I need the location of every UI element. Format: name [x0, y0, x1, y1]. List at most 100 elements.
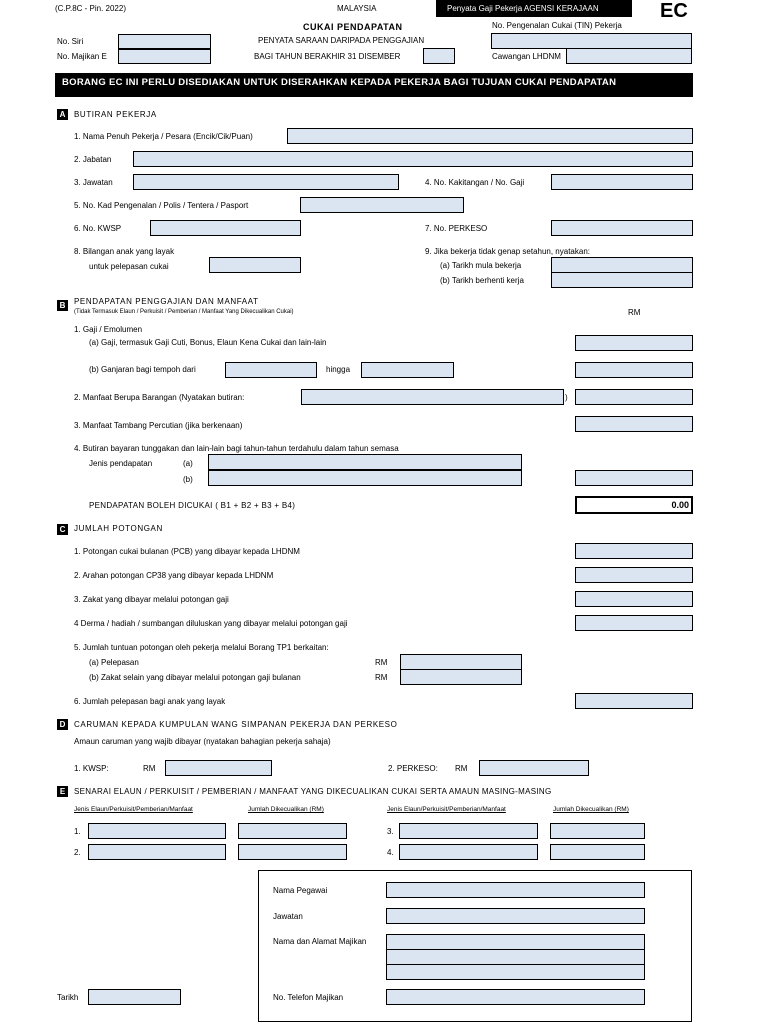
alamat-field-1[interactable]: [386, 934, 645, 950]
year-field[interactable]: [423, 48, 455, 64]
cawangan-field[interactable]: [566, 48, 692, 64]
banner: [55, 73, 693, 97]
e-jenis-1-field[interactable]: [88, 823, 226, 839]
d-perkeso-rm: RM: [455, 764, 468, 773]
e-col-jumlah-1: Jumlah Dikecualikan (RM): [248, 806, 324, 813]
nama-pegawai-field[interactable]: [386, 882, 645, 898]
d-kwsp-rm: RM: [143, 764, 156, 773]
alamat-field-2[interactable]: [386, 949, 645, 965]
gaji-a-label: (a) Gaji, termasuk Gaji Cuti, Bonus, Ela…: [89, 338, 327, 347]
tempoh-dari-field[interactable]: [225, 362, 317, 378]
e-jumlah-3-field[interactable]: [550, 823, 645, 839]
percutian-label: 3. Manfaat Tambang Percutian (jika berke…: [74, 421, 243, 430]
telefon-field[interactable]: [386, 989, 645, 1005]
section-d-subtitle: Amaun caruman yang wajib dibayar (nyatak…: [74, 737, 331, 746]
kwsp-field[interactable]: [150, 220, 301, 236]
zakat-lain-field[interactable]: [400, 669, 522, 685]
barangan-amount-field[interactable]: [575, 389, 693, 405]
jabatan-label: 2. Jabatan: [74, 155, 112, 164]
kakitangan-field[interactable]: [551, 174, 693, 190]
jenis-label: Jenis pendapatan: [89, 459, 153, 468]
section-e-marker: E: [57, 786, 68, 797]
signatory-box: [258, 870, 692, 1022]
anak-pelepasan-label: 6. Jumlah pelepasan bagi anak yang layak: [74, 697, 226, 706]
hingga-label: hingga: [326, 365, 351, 374]
perkeso-field[interactable]: [551, 220, 693, 236]
section-a-marker: A: [57, 109, 68, 120]
no-siri-field[interactable]: [118, 34, 211, 49]
form-subtitle: PENYATA SARAAN DARIPADA PENGGAJIAN: [258, 36, 425, 45]
section-c-marker: C: [57, 524, 68, 535]
e-jenis-4-field[interactable]: [399, 844, 538, 860]
kp-field[interactable]: [300, 197, 464, 213]
section-a-title: BUTIRAN PEKERJA: [74, 110, 157, 119]
anak-label-1: 8. Bilangan anak yang layak: [74, 247, 175, 256]
cp38-field[interactable]: [575, 567, 693, 583]
d-kwsp-field[interactable]: [165, 760, 272, 776]
no-siri-label: No. Siri: [57, 37, 84, 46]
d-kwsp-label: 1. KWSP:: [74, 764, 109, 773]
e-jumlah-2-field[interactable]: [238, 844, 347, 860]
e-jenis-3-field[interactable]: [399, 823, 538, 839]
cawangan-label: Cawangan LHDNM: [492, 52, 561, 61]
mula-field[interactable]: [551, 257, 693, 273]
gaji-a-field[interactable]: [575, 335, 693, 351]
e-jenis-2-field[interactable]: [88, 844, 226, 860]
e-jumlah-4-field[interactable]: [550, 844, 645, 860]
jabatan-field[interactable]: [133, 151, 693, 167]
pelepasan-rm: RM: [375, 658, 388, 667]
jenis-a-field[interactable]: [208, 454, 522, 470]
anak-field[interactable]: [209, 257, 301, 273]
e-col-jenis-2: Jenis Elaun/Perkuisit/Pemberian/Manfaat: [387, 806, 506, 813]
alamat-field-3[interactable]: [386, 964, 645, 980]
total-value: 0.00: [671, 500, 689, 510]
anak-pelepasan-field[interactable]: [575, 693, 693, 709]
barangan-paren: ): [565, 393, 568, 402]
pcb-label: 1. Potongan cukai bulanan (PCB) yang dib…: [74, 547, 300, 556]
agency-badge-text: Penyata Gaji Pekerja AGENSI KERAJAAN: [447, 4, 599, 13]
form-title: CUKAI PENDAPATAN: [303, 22, 403, 32]
section-e-title: SENARAI ELAUN / PERKUISIT / PEMBERIAN / …: [74, 787, 552, 796]
no-majikan-field[interactable]: [118, 49, 211, 64]
derma-field[interactable]: [575, 615, 693, 631]
jawatan-pegawai-label: Jawatan: [273, 912, 303, 921]
zakat-field[interactable]: [575, 591, 693, 607]
total-label: PENDAPATAN BOLEH DICUKAI ( B1 + B2 + B3 …: [89, 501, 296, 510]
jawatan-field[interactable]: [133, 174, 399, 190]
berhenti-field[interactable]: [551, 272, 693, 288]
pcb-field[interactable]: [575, 543, 693, 559]
country-label: MALAYSIA: [337, 4, 377, 13]
e-col-jumlah-2: Jumlah Dikecualikan (RM): [553, 806, 629, 813]
e-row-1: 1.: [74, 827, 81, 836]
zakat-lain-rm: RM: [375, 673, 388, 682]
barangan-detail-field[interactable]: [301, 389, 564, 405]
section-d-title: CARUMAN KEPADA KUMPULAN WANG SIMPANAN PE…: [74, 720, 398, 729]
banner-text: BORANG EC INI PERLU DISEDIAKAN UNTUK DIS…: [62, 77, 617, 88]
pelepasan-field[interactable]: [400, 654, 522, 670]
tunggakan-amount-field[interactable]: [575, 470, 693, 486]
d-perkeso-label: 2. PERKESO:: [388, 764, 438, 773]
section-c-title: JUMLAH POTONGAN: [74, 524, 163, 533]
percutian-field[interactable]: [575, 416, 693, 432]
form-code: (C.P.8C - Pin. 2022): [55, 4, 126, 13]
nama-field[interactable]: [287, 128, 693, 144]
no-majikan-label: No. Majikan E: [57, 52, 107, 61]
e-col-jenis-1: Jenis Elaun/Perkuisit/Pemberian/Manfaat: [74, 806, 193, 813]
mula-label: (a) Tarikh mula bekerja: [440, 261, 522, 270]
ganjaran-field[interactable]: [575, 362, 693, 378]
e-jumlah-1-field[interactable]: [238, 823, 347, 839]
zakat-label: 3. Zakat yang dibayar melalui potongan g…: [74, 595, 229, 604]
tidak-genap-label: 9. Jika bekerja tidak genap setahun, nya…: [425, 247, 590, 256]
section-b-title: PENDAPATAN PENGGAJIAN DAN MANFAAT: [74, 297, 259, 306]
tempoh-hingga-field[interactable]: [361, 362, 454, 378]
d-perkeso-field[interactable]: [479, 760, 589, 776]
derma-label: 4 Derma / hadiah / sumbangan diluluskan …: [74, 619, 348, 628]
jawatan-pegawai-field[interactable]: [386, 908, 645, 924]
tin-field[interactable]: [491, 33, 692, 49]
tarikh-field[interactable]: [88, 989, 181, 1005]
jenis-b-label: (b): [183, 475, 193, 484]
anak-label-2: untuk pelepasan cukai: [89, 262, 169, 271]
year-label: BAGI TAHUN BERAKHIR 31 DISEMBER: [254, 52, 401, 61]
jenis-b-field[interactable]: [208, 470, 522, 486]
tin-label: No. Pengenalan Cukai (TIN) Pekerja: [492, 21, 622, 30]
